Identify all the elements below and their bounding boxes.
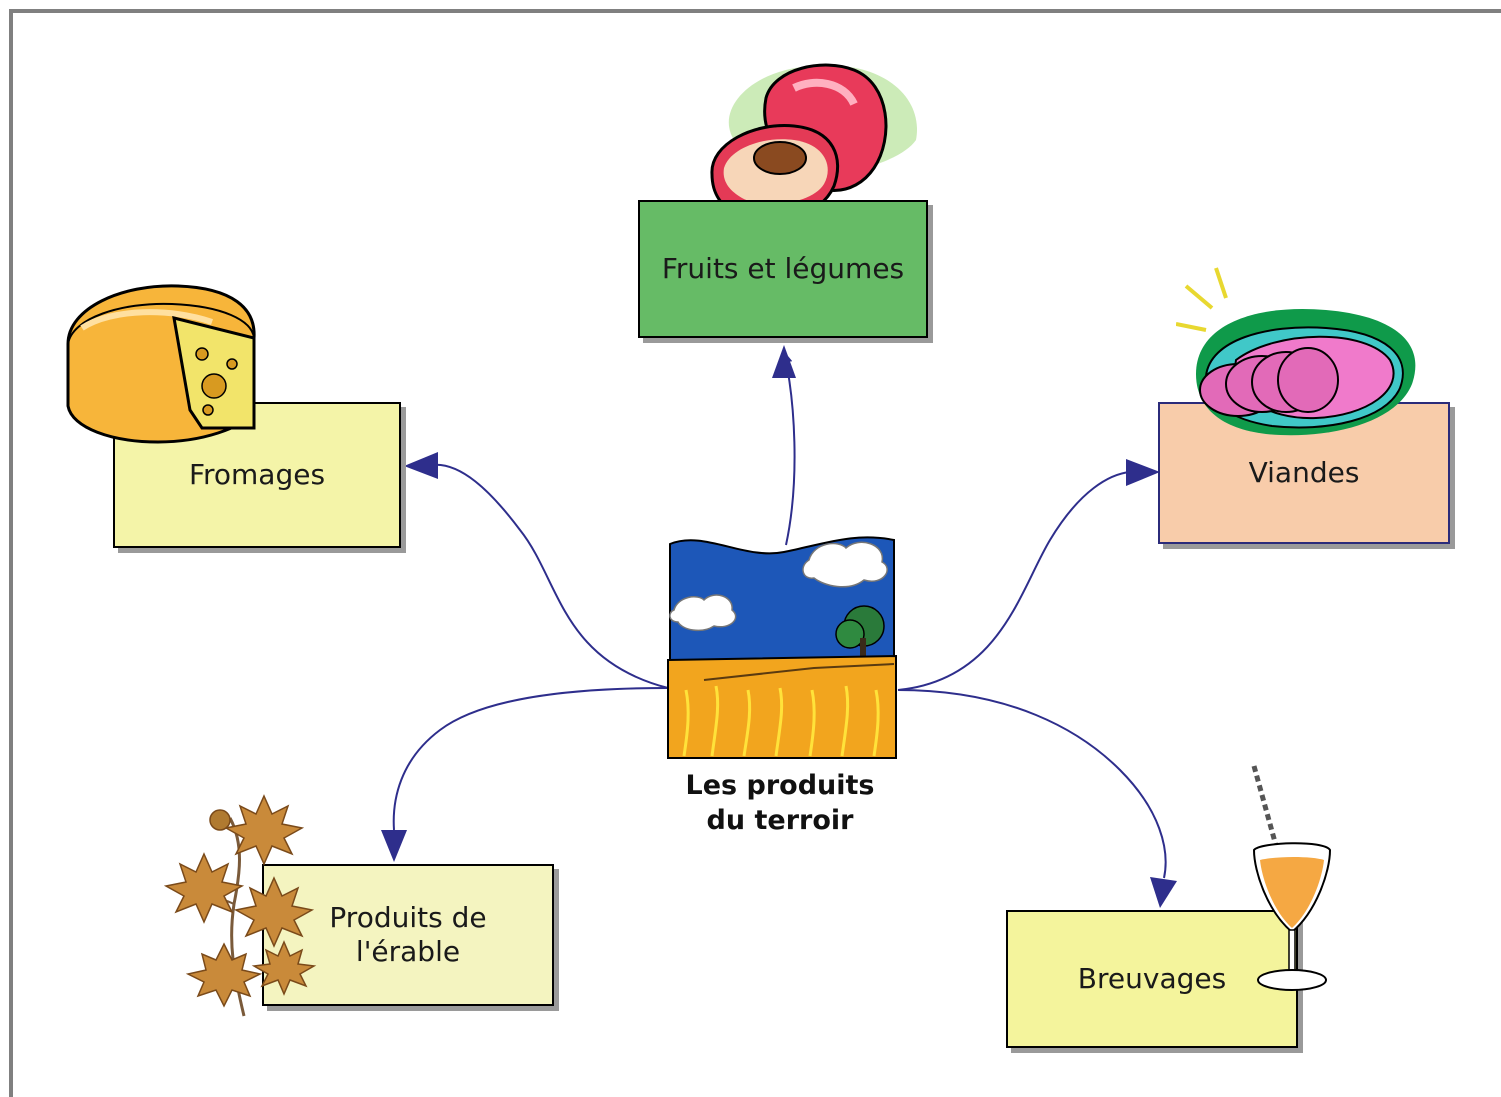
node-fruits-label: Fruits et légumes xyxy=(661,252,905,285)
node-fruits[interactable]: Fruits et légumes xyxy=(638,200,928,338)
connector-viandes xyxy=(897,471,1131,691)
farm-field-icon xyxy=(667,536,897,759)
arrowhead-fruits xyxy=(772,345,796,378)
node-breuvages[interactable]: Breuvages xyxy=(1006,910,1298,1048)
node-viandes-label: Viandes xyxy=(1248,456,1360,489)
connector-breuvages xyxy=(897,689,1167,879)
cheese-icon xyxy=(66,284,256,444)
node-fromages-label: Fromages xyxy=(188,458,326,491)
arrowhead-erable xyxy=(381,830,407,862)
connector-fruits xyxy=(780,350,796,546)
arrowhead-viandes xyxy=(1126,459,1160,486)
node-erable[interactable]: Produits de l'érable xyxy=(262,864,554,1006)
center-topic-label: Les produits du terroir xyxy=(685,770,875,836)
node-breuvages-label: Breuvages xyxy=(1077,962,1227,995)
arrowhead-breuvages xyxy=(1150,877,1177,908)
arrowhead-fromages xyxy=(404,452,438,479)
frame-border xyxy=(9,9,1501,1097)
connector-fromages xyxy=(431,463,669,689)
ham-icon xyxy=(1176,267,1416,436)
connector-erable xyxy=(392,687,669,831)
node-viandes[interactable]: Viandes xyxy=(1158,402,1450,544)
peach-icon xyxy=(710,63,918,223)
maple-leaves-icon xyxy=(164,794,317,1017)
drink-glass-icon xyxy=(1251,765,1332,991)
node-erable-label: Produits de l'érable xyxy=(329,901,487,968)
